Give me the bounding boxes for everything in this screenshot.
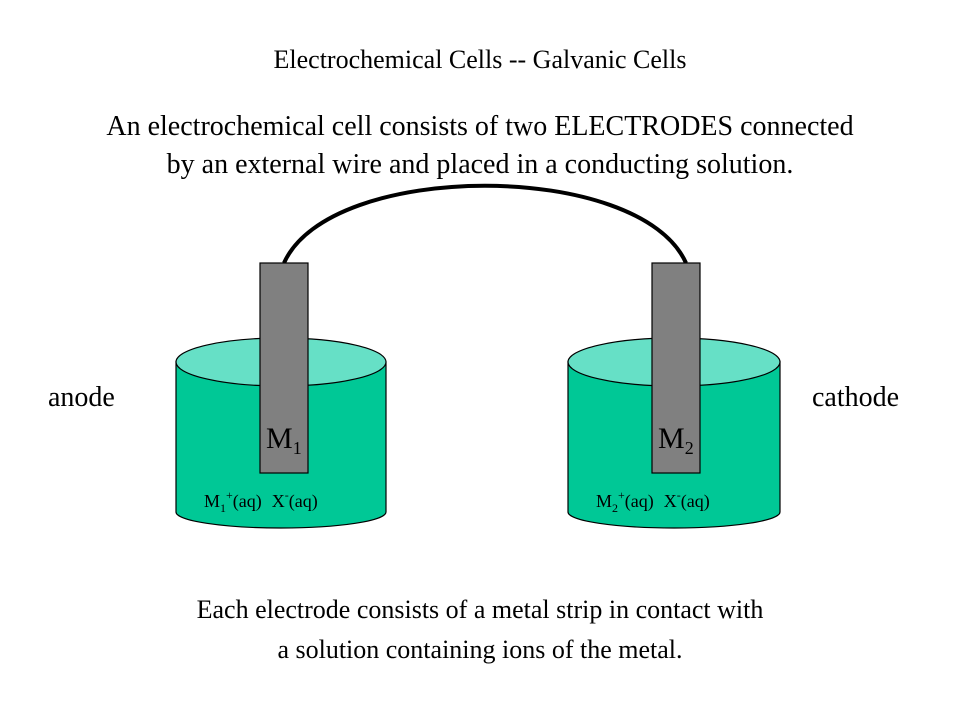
footer-line-2: a solution containing ions of the metal. — [277, 635, 683, 664]
cathode-label: cathode — [812, 382, 899, 413]
intro-text: An electrochemical cell consists of two … — [0, 108, 960, 184]
left-solution-label: M1+(aq)X-(aq) — [204, 488, 318, 515]
intro-line-1: An electrochemical cell consists of two … — [106, 111, 854, 142]
footer-line-1: Each electrode consists of a metal strip… — [196, 595, 764, 624]
anode-label: anode — [48, 382, 115, 413]
slide-title: Electrochemical Cells -- Galvanic Cells — [273, 45, 687, 74]
left-electrode-label: M1 — [266, 422, 302, 458]
right-electrode-label: M2 — [658, 422, 694, 458]
left-electrode — [259, 262, 309, 474]
right-solution-label: M2+(aq)X-(aq) — [596, 488, 710, 515]
left-beaker: M1 M1+(aq)X-(aq) — [175, 262, 387, 529]
external-wire — [282, 183, 688, 264]
right-beaker: M2 M2+(aq)X-(aq) — [567, 262, 781, 529]
right-electrode — [651, 262, 701, 474]
intro-line-2: by an external wire and placed in a cond… — [166, 149, 794, 180]
footer-text: Each electrode consists of a metal strip… — [0, 590, 960, 670]
